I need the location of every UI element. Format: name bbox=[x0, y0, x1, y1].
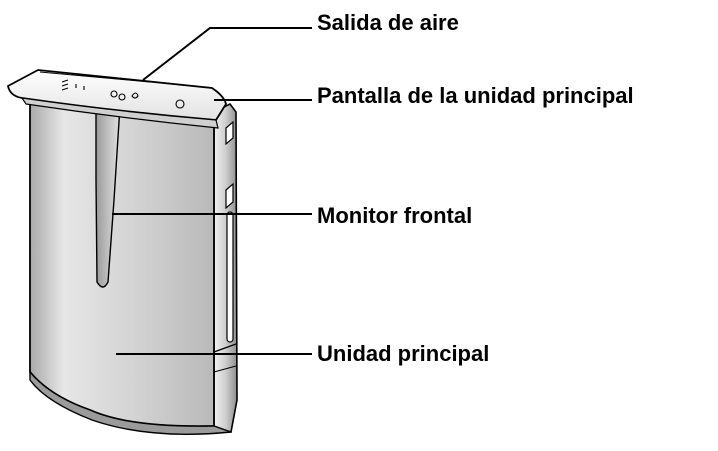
side-vent-mid bbox=[225, 182, 234, 210]
main-unit bbox=[29, 86, 238, 435]
bottom-rim bbox=[29, 370, 232, 435]
power-icon bbox=[175, 99, 185, 109]
label-main-unit: Unidad principal bbox=[317, 341, 490, 366]
front-panel bbox=[29, 86, 215, 428]
label-air-outlet: Salida de aire bbox=[317, 10, 459, 35]
side-lower-edge bbox=[213, 343, 237, 353]
label-main-unit-display: Pantalla de la unidad principal bbox=[317, 83, 634, 108]
mode-icon bbox=[110, 90, 118, 98]
drop-icon bbox=[118, 93, 126, 101]
label-front-monitor: Monitor frontal bbox=[317, 203, 473, 228]
leaf-icon bbox=[131, 92, 139, 99]
indicator-dot-icon bbox=[75, 84, 85, 90]
fan-icon bbox=[61, 79, 69, 91]
leader-lines bbox=[112, 27, 312, 355]
top-display-panel bbox=[6, 69, 227, 129]
front-monitor-strip bbox=[95, 103, 121, 288]
side-vent-top bbox=[225, 120, 234, 146]
leader-line-air-outlet bbox=[142, 27, 312, 81]
display-icons bbox=[61, 79, 185, 109]
air-outlet bbox=[39, 71, 151, 83]
side-slot bbox=[226, 211, 234, 343]
side-lower-edge-2 bbox=[213, 365, 237, 373]
top-lid-edge bbox=[20, 97, 219, 129]
